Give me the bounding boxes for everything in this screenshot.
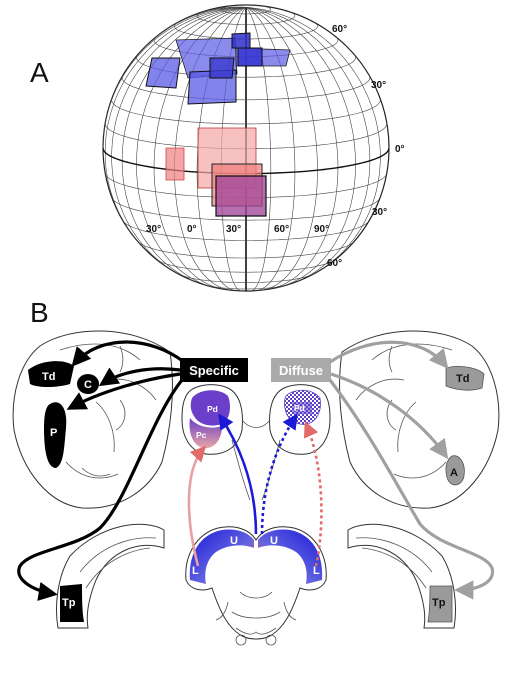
specific-box: Specific xyxy=(180,358,248,382)
meridian-line xyxy=(136,7,247,289)
meridian-line xyxy=(245,7,356,289)
lower-patch-4 xyxy=(215,175,267,217)
region-l-left-label: L xyxy=(192,565,199,577)
parallel-line xyxy=(111,98,381,125)
region-td-left-label: Td xyxy=(42,371,55,383)
region-td-left xyxy=(28,361,74,387)
region-pd-right-label: Pd xyxy=(294,403,305,413)
lat-label-south-30: 30° xyxy=(372,207,387,218)
diffuse-projections xyxy=(328,340,495,600)
parallel-line xyxy=(137,241,355,259)
region-td-right-label: Td xyxy=(456,373,469,385)
lon-label-4: 60° xyxy=(274,224,289,235)
upper-patch-7 xyxy=(237,47,263,67)
region-p-label: P xyxy=(50,427,57,439)
arrow-specific-to-c xyxy=(98,367,181,387)
lat-label-north-30: 30° xyxy=(371,80,386,91)
region-a xyxy=(445,455,465,486)
region-c-label: C xyxy=(84,379,92,391)
lat-label-equator: 0° xyxy=(395,144,405,155)
meridian-line xyxy=(144,6,247,48)
region-tp-right-label: Tp xyxy=(432,597,446,609)
region-td-right xyxy=(445,366,485,391)
lon-label-2: 0° xyxy=(187,224,197,235)
arrow-u-to-pd-right xyxy=(260,413,298,535)
region-tp-left xyxy=(60,584,84,622)
region-colliculus-left xyxy=(189,529,254,584)
arrow-specific-to-td xyxy=(71,340,185,367)
parallel-line xyxy=(179,274,313,283)
region-tp-left-label: Tp xyxy=(62,597,76,609)
region-u-left-label: U xyxy=(230,535,238,547)
left-brain-section: Td C P xyxy=(12,330,173,509)
upper-patch-1 xyxy=(145,57,181,89)
region-pc-label: Pc xyxy=(196,430,207,440)
specific-label: Specific xyxy=(189,363,239,378)
lat-label-north-60: 60° xyxy=(332,24,347,35)
panel-label-a: A xyxy=(30,57,49,88)
upper-field-patches xyxy=(145,32,291,105)
visual-field-globe: 60° 30° 0° 30° 60° 30° 0° 30° 60° 90° xyxy=(102,4,405,292)
parallel-line xyxy=(157,259,335,273)
arrow-u-to-pd-left xyxy=(218,413,258,535)
diffuse-label: Diffuse xyxy=(279,363,323,378)
lon-label-5: 90° xyxy=(314,224,329,235)
meridian-line xyxy=(245,7,339,290)
parallel-line xyxy=(121,75,371,101)
arrow-specific-to-p xyxy=(66,372,181,410)
region-colliculus-right xyxy=(258,529,323,584)
parallel-line xyxy=(136,55,356,78)
arrow-diffuse-to-a xyxy=(330,372,449,460)
region-pc xyxy=(189,418,222,449)
region-a-label: A xyxy=(450,467,458,479)
parallel-line xyxy=(196,11,296,25)
lat-label-south-60: 60° xyxy=(327,258,342,269)
meridian-line xyxy=(111,7,247,275)
region-l-right-label: L xyxy=(313,565,320,577)
region-c xyxy=(77,374,99,394)
meridian-line xyxy=(182,6,247,20)
parallel-line xyxy=(203,284,289,290)
colliculus-to-pulvinar-projections xyxy=(187,413,323,567)
lower-patch-1 xyxy=(165,147,185,181)
left-temporal-section: Tp xyxy=(56,523,165,629)
parallel-line xyxy=(220,5,272,15)
meridian-line xyxy=(245,7,381,275)
region-pd-left-label: Pd xyxy=(207,404,218,414)
colliculus-section: U U L L xyxy=(185,526,327,646)
panel-label-b: B xyxy=(30,297,49,328)
region-tp-right xyxy=(427,585,453,623)
lon-label-3: 30° xyxy=(226,224,241,235)
parallel-line xyxy=(112,198,380,221)
parallel-line xyxy=(123,221,369,241)
arrow-specific-to-tp xyxy=(17,379,184,601)
meridian-line xyxy=(103,7,247,149)
arrow-diffuse-to-tp xyxy=(328,379,495,600)
upper-patch-6 xyxy=(231,32,251,49)
lon-label-1: 30° xyxy=(146,224,161,235)
thalamus-section: Pd Pc Pd xyxy=(181,384,331,501)
arrow-l-to-pc xyxy=(187,445,207,567)
lower-field-patches xyxy=(165,127,267,217)
diffuse-box: Diffuse xyxy=(271,358,331,382)
arrow-diffuse-to-td xyxy=(329,340,449,369)
right-temporal-section: Tp xyxy=(347,523,456,629)
region-u-right-label: U xyxy=(270,535,278,547)
right-brain-section: Td A xyxy=(339,330,500,509)
region-p xyxy=(44,402,67,468)
upper-patch-5 xyxy=(209,57,235,79)
meridian-line xyxy=(153,7,247,290)
specific-projections xyxy=(17,340,185,601)
